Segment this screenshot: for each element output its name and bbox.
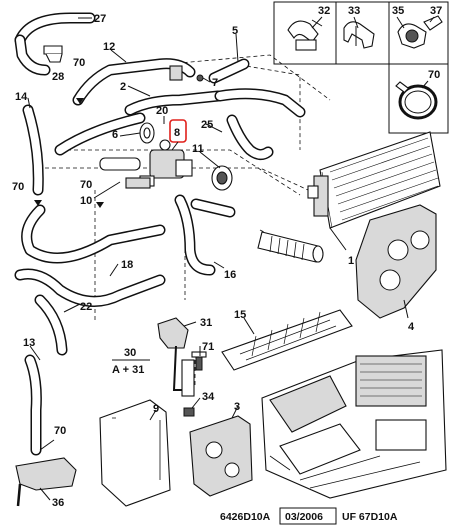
seal-6: [139, 122, 155, 144]
hose-27: [14, 12, 96, 76]
hose-10: [21, 204, 166, 264]
hose-14: [22, 104, 44, 196]
highlight-callout-8: 8: [169, 119, 187, 151]
hose-22: [34, 294, 68, 356]
label-25: 25: [201, 119, 213, 131]
clip-35-37-drawing: [397, 15, 443, 49]
footer-reference-strip: 6426D10A 03/2006 UF 67D10A: [220, 507, 398, 525]
label-13: 13: [23, 337, 35, 349]
screw-71: [191, 351, 207, 371]
kit-30-formula-text: A + 31: [112, 364, 144, 376]
pipe-sleeve: [99, 157, 141, 171]
footer-ref-2: UF 67D10A: [342, 511, 398, 523]
label-3: 3: [234, 401, 240, 413]
hose-11-pipe: [190, 198, 236, 218]
filter-pipe: [257, 231, 324, 263]
label-11: 11: [192, 143, 204, 155]
label-70-b: 70: [12, 181, 24, 193]
hose-16: [174, 194, 216, 276]
label-70-a: 70: [73, 57, 85, 69]
clip-33-drawing: [343, 21, 375, 49]
label-22: 22: [80, 301, 92, 313]
label-6: 6: [112, 129, 118, 141]
label-37: 37: [430, 5, 442, 17]
bracket-31: [157, 317, 195, 397]
connector-11: [211, 165, 233, 191]
label-5: 5: [232, 25, 238, 37]
hose-5: [208, 58, 250, 84]
gasket-plate-4: [355, 204, 437, 319]
label-15: 15: [234, 309, 246, 321]
label-10: 10: [80, 195, 92, 207]
label-71: 71: [202, 341, 214, 353]
label-18: 18: [121, 259, 133, 271]
label-31: 31: [200, 317, 212, 329]
label-9: 9: [153, 403, 159, 415]
nut-34: [183, 407, 195, 417]
label-32: 32: [318, 5, 330, 17]
hose-2: [124, 90, 224, 116]
hose-13: [24, 354, 42, 456]
label-28: 28: [52, 71, 64, 83]
bracket-36: [15, 457, 77, 507]
footer-date: 03/2006: [285, 511, 323, 523]
hose-18: [14, 268, 166, 307]
footer-ref-1: 6426D10A: [220, 511, 271, 523]
hose-20: [54, 112, 146, 156]
leader-lines: [27, 17, 409, 501]
label-14: 14: [15, 91, 28, 103]
hose-top-right: [214, 88, 306, 118]
label-70-d: 70: [54, 425, 66, 437]
fitting-7-clip: [169, 65, 204, 82]
cover-plate-15: [221, 309, 353, 371]
label-8: 8: [174, 127, 180, 139]
inset-collar-panel: 70: [388, 63, 449, 134]
heater-unit-housing: [261, 349, 447, 499]
inset-clips-panel: 32 33 35 37: [273, 1, 449, 65]
heater-matrix-1: [307, 131, 441, 229]
label-1: 1: [348, 255, 354, 267]
label-35: 35: [392, 5, 404, 17]
hose-collar-70-drawing: [395, 81, 438, 120]
label-34: 34: [202, 391, 215, 403]
shield-9: [99, 399, 171, 507]
label-36: 36: [52, 497, 64, 509]
label-16: 16: [224, 269, 236, 281]
hose-12: [72, 58, 196, 106]
label-4: 4: [408, 321, 415, 333]
label-33: 33: [348, 5, 360, 17]
clip-32-drawing: [287, 19, 323, 51]
label-7: 7: [212, 77, 218, 89]
label-70-c: 70: [80, 179, 92, 191]
label-27: 27: [94, 13, 106, 25]
label-30: 30: [124, 347, 136, 359]
plate-3: [189, 415, 253, 497]
label-2: 2: [120, 81, 126, 93]
fitting-28: [43, 45, 63, 63]
label-20: 20: [156, 105, 168, 117]
callout-labels: 27 28 70 12 5 7 2 20 6 25 11 14 70 70 10…: [12, 13, 415, 509]
hose-25: [226, 114, 274, 161]
label-70-inset: 70: [428, 69, 440, 81]
tap-10: [125, 177, 151, 189]
kit-30-formula: 30 A + 31: [112, 347, 150, 376]
label-12: 12: [103, 41, 115, 53]
